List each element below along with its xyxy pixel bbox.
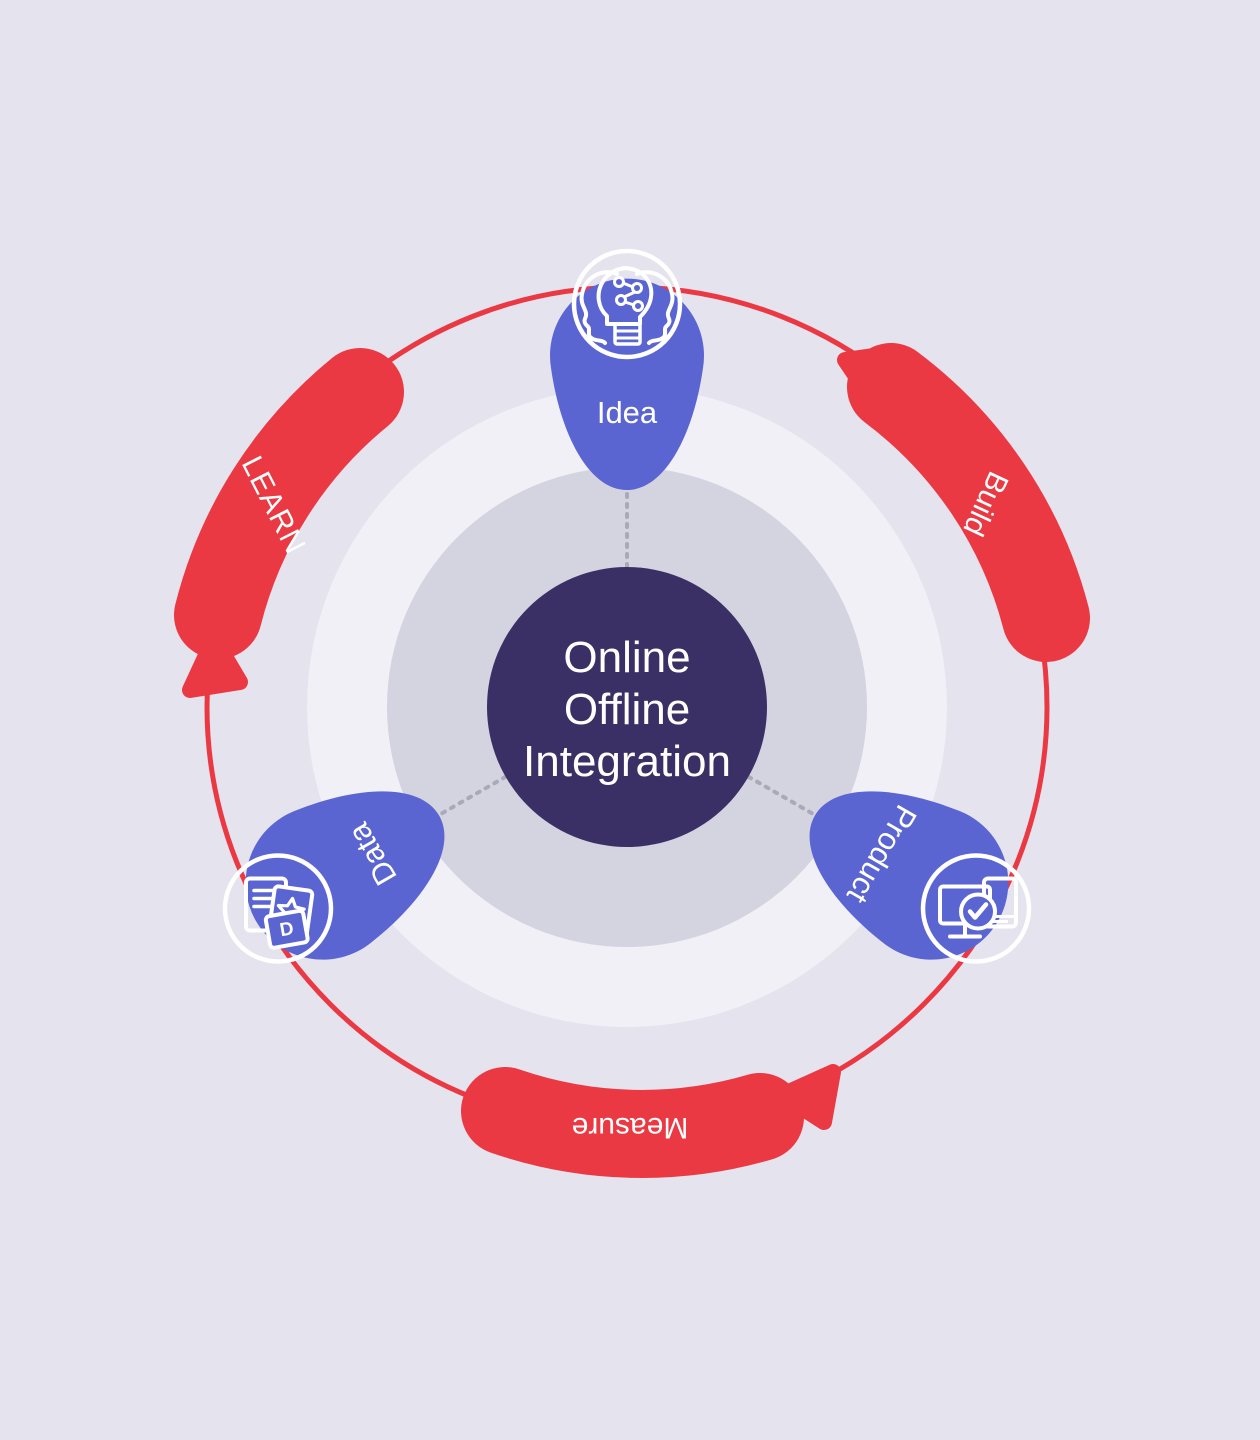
pin-product-shape bbox=[809, 791, 1009, 960]
band-measure[interactable]: Measure bbox=[461, 1064, 841, 1178]
documents-star-card-icon: D bbox=[222, 853, 334, 964]
pin-idea[interactable]: Idea bbox=[550, 248, 704, 490]
center-hub-circle bbox=[487, 567, 767, 847]
band-measure-track bbox=[461, 1067, 804, 1178]
band-build[interactable]: Build bbox=[837, 343, 1090, 662]
band-learn[interactable]: LEARN bbox=[174, 348, 404, 698]
arrowhead-icon-measure bbox=[774, 1064, 841, 1130]
center-line-3: Integration bbox=[523, 737, 731, 786]
band-build-track bbox=[847, 343, 1090, 662]
center-hub[interactable]: Online Offline Integration bbox=[487, 567, 767, 847]
band-measure-label: Measure bbox=[572, 1111, 689, 1144]
svg-text:D: D bbox=[278, 918, 295, 941]
arrowhead-icon-learn bbox=[182, 630, 248, 698]
monitor-tablet-check-icon bbox=[920, 853, 1032, 964]
pin-product[interactable]: Product bbox=[776, 749, 1077, 1012]
pin-idea-label: Idea bbox=[597, 395, 658, 430]
center-line-2: Offline bbox=[564, 685, 690, 734]
arrowhead-icon-build bbox=[837, 345, 903, 408]
band-learn-track bbox=[174, 348, 404, 659]
brainstorm-lightbulb-icon bbox=[571, 248, 683, 360]
center-line-1: Online bbox=[563, 633, 690, 682]
pin-data[interactable]: D Data bbox=[177, 749, 478, 1012]
